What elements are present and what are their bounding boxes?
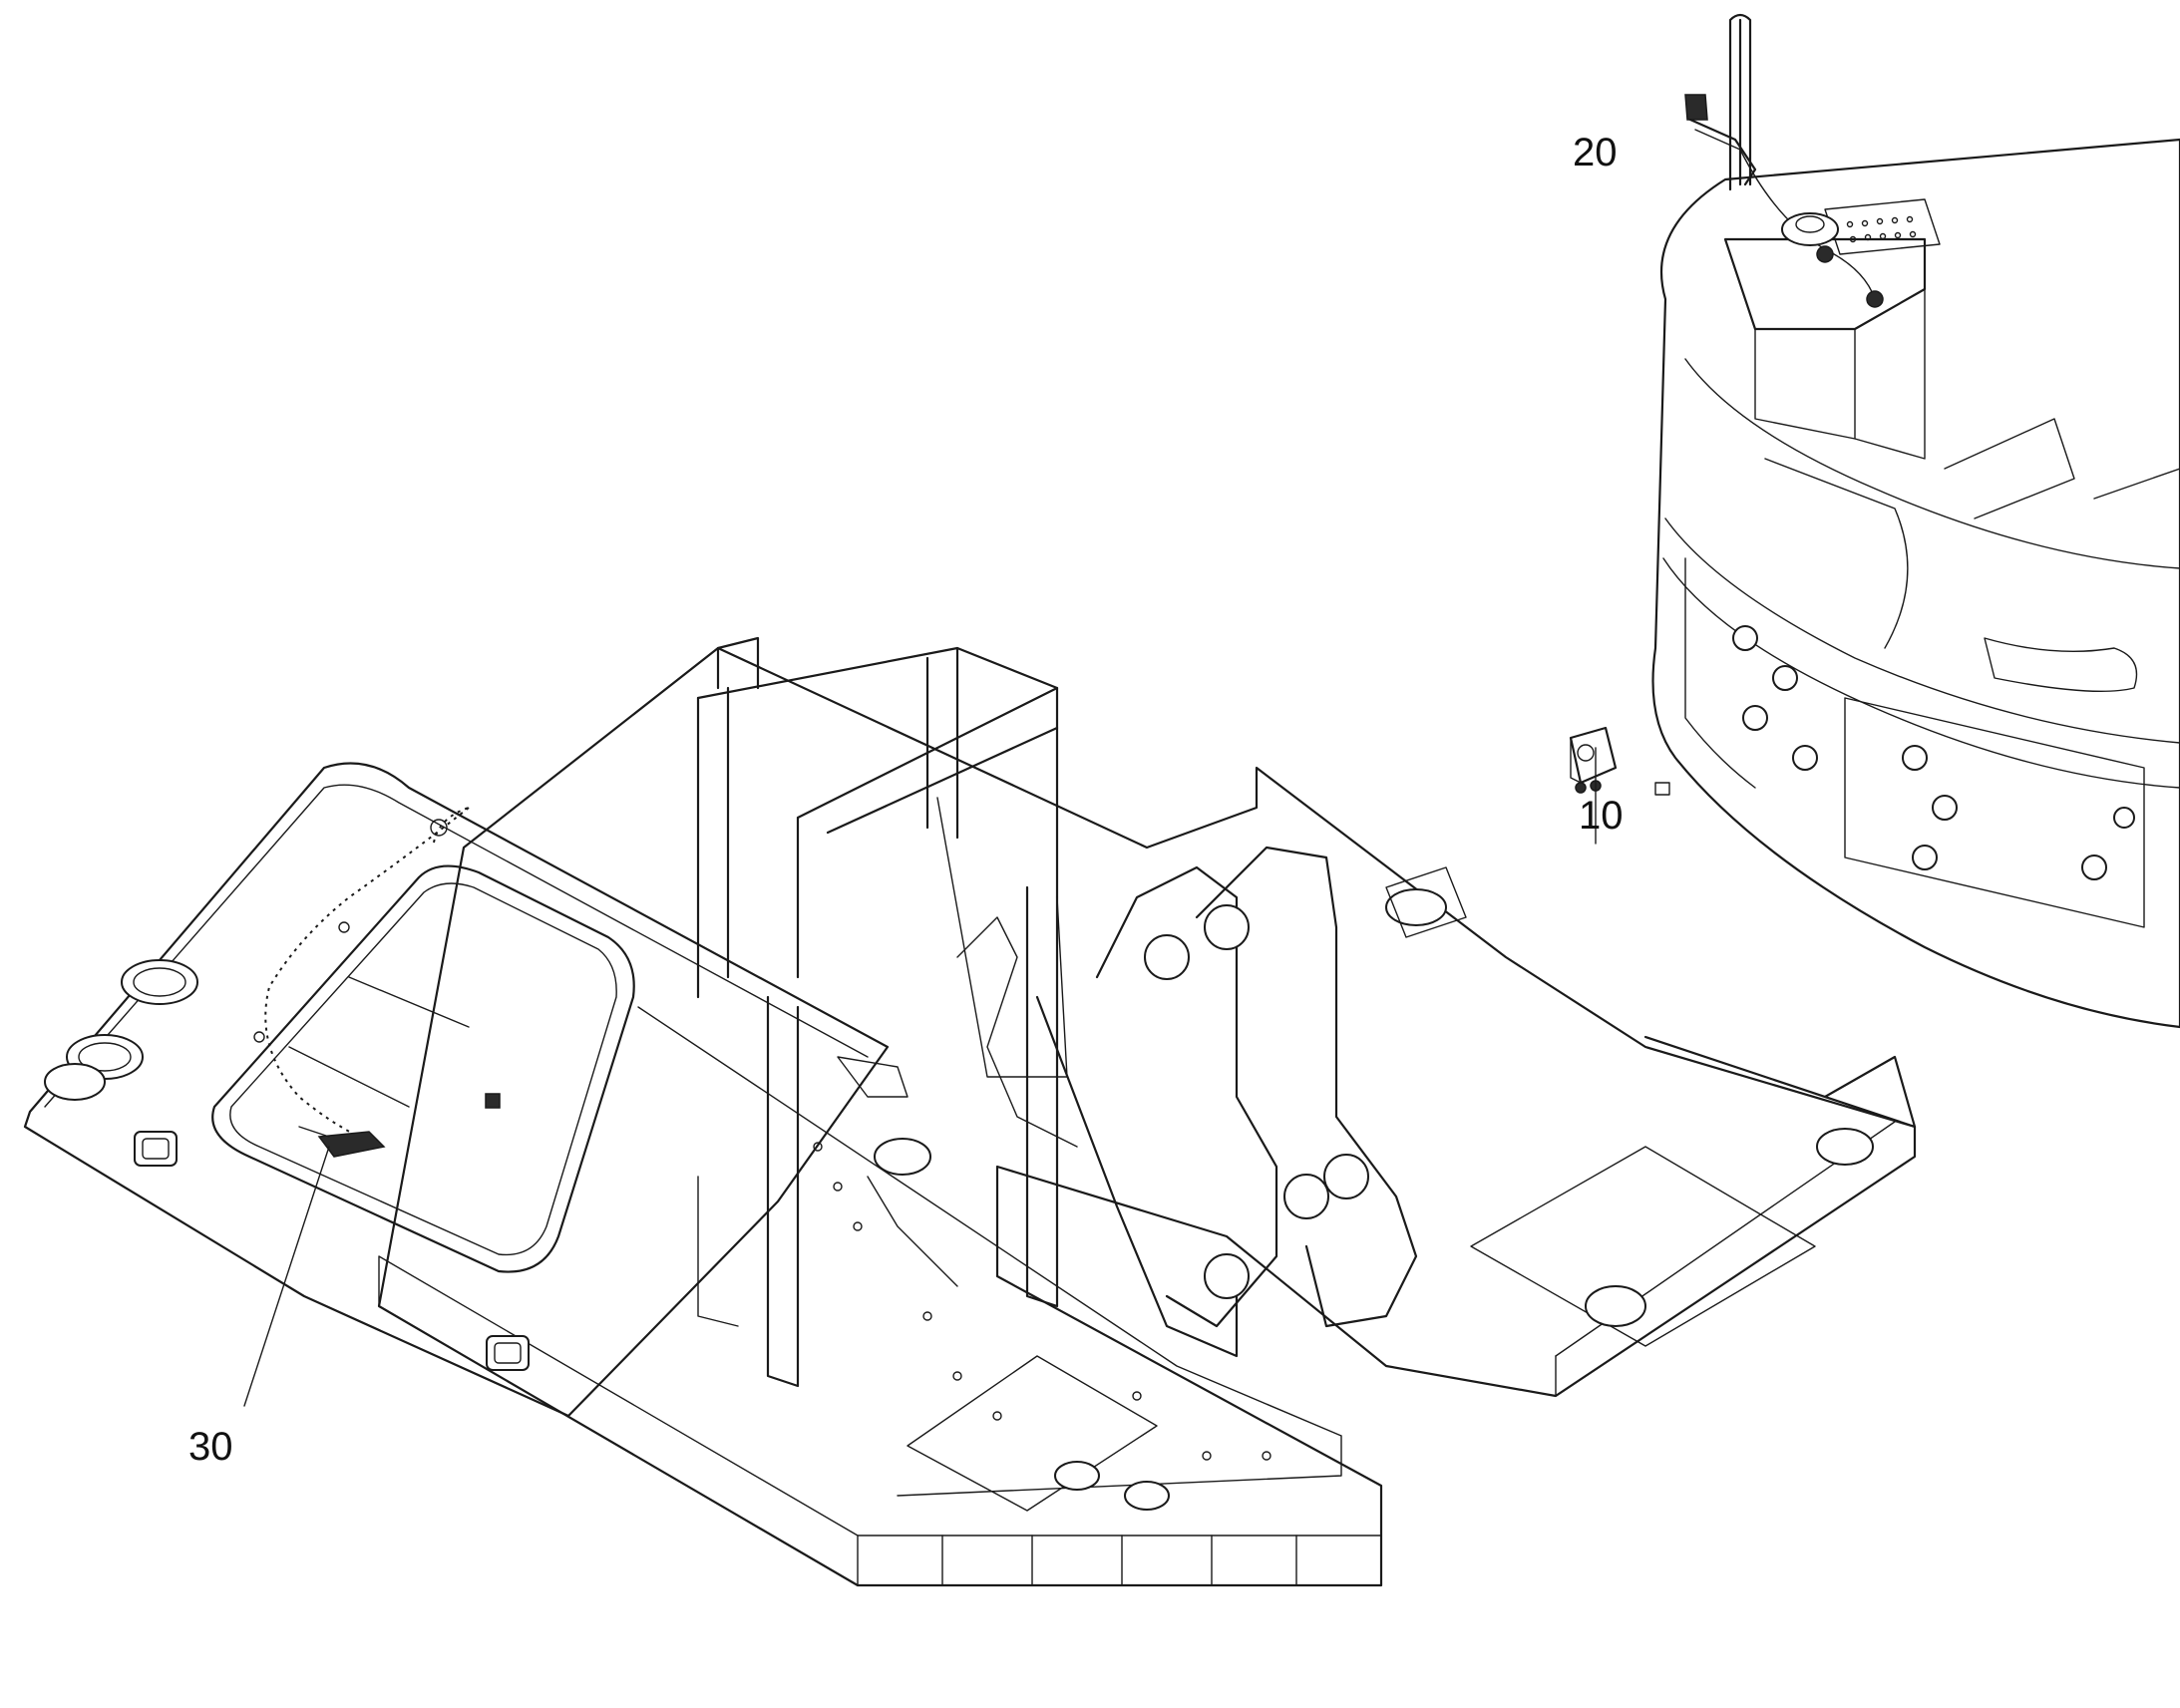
leader-line-30 [243, 1146, 330, 1407]
callout-labels: 10 20 30 [188, 131, 1624, 1469]
cab-roof-panel [23, 762, 908, 1418]
main-frame [377, 636, 1917, 1587]
callout-10: 10 [1579, 794, 1624, 838]
callout-20: 20 [1573, 131, 1618, 174]
counterweight [1651, 13, 2180, 1029]
callout-30: 30 [188, 1425, 233, 1469]
leader-lines [243, 747, 1597, 1407]
part-10-bracket [1569, 726, 1670, 796]
